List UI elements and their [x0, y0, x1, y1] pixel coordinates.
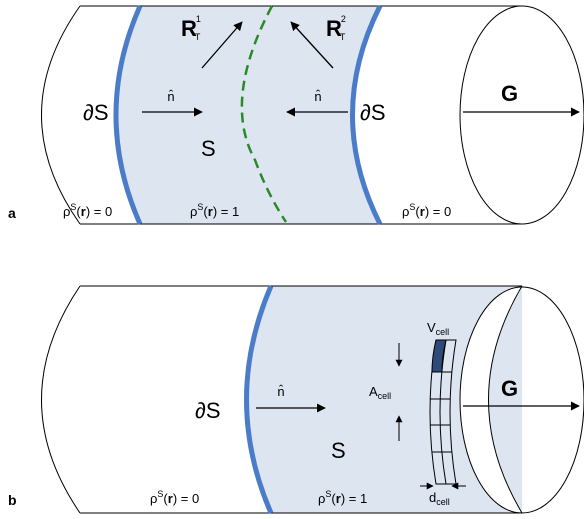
region-s-fill [116, 6, 380, 224]
boundary-label-right: ∂S [360, 100, 386, 125]
normal-label-b: n̂ [277, 384, 284, 399]
boundary-label-b: ∂S [195, 398, 221, 423]
boundary-curve-b [244, 285, 274, 514]
normal-label-right: n̂ [314, 89, 321, 104]
cylinder-right-end-b-arc [488, 285, 523, 514]
vcell-label: Vcell [427, 320, 449, 337]
rho-label-left: ρS(r) = 0 [63, 202, 112, 219]
panel-b-letter: b [8, 492, 17, 508]
cylinder-right-end [459, 5, 584, 225]
cylinder-left-cap-b [41, 285, 81, 514]
rho-label-mid: ρS(r) = 1 [190, 202, 239, 219]
region-label-s: S [201, 136, 216, 161]
acell-label: Acell [369, 384, 391, 401]
g-label-a: G [501, 81, 518, 106]
g-label-b: G [501, 376, 518, 401]
cell-grid [429, 339, 457, 485]
region-label-s-b: S [331, 438, 346, 463]
region-s-fill-b-edge [489, 287, 522, 512]
boundary-label-left: ∂S [83, 100, 109, 125]
dcell-label: dcell [429, 490, 450, 507]
normal-label-left: n̂ [167, 89, 174, 104]
cell-grid-inner-arc [439, 339, 447, 485]
boundary-left-curve [113, 4, 143, 226]
panel-b: n̂ ∂S S G Vcell Acell dcell ρS(r) = 0 ρS… [8, 285, 584, 514]
cell-highlight [431, 339, 447, 373]
rho-label-left-b: ρS(r) = 0 [150, 489, 199, 506]
boundary-right-curve [350, 4, 383, 226]
cylinder-left-cap [41, 5, 81, 225]
rt1-arrow [201, 21, 243, 69]
panel-a-letter: a [8, 205, 16, 221]
rho-label-mid-b: ρS(r) = 1 [318, 489, 367, 506]
rho-label-right: ρS(r) = 0 [402, 202, 451, 219]
rt2-arrow [290, 21, 334, 69]
transport-plane-dashed [240, 5, 288, 223]
